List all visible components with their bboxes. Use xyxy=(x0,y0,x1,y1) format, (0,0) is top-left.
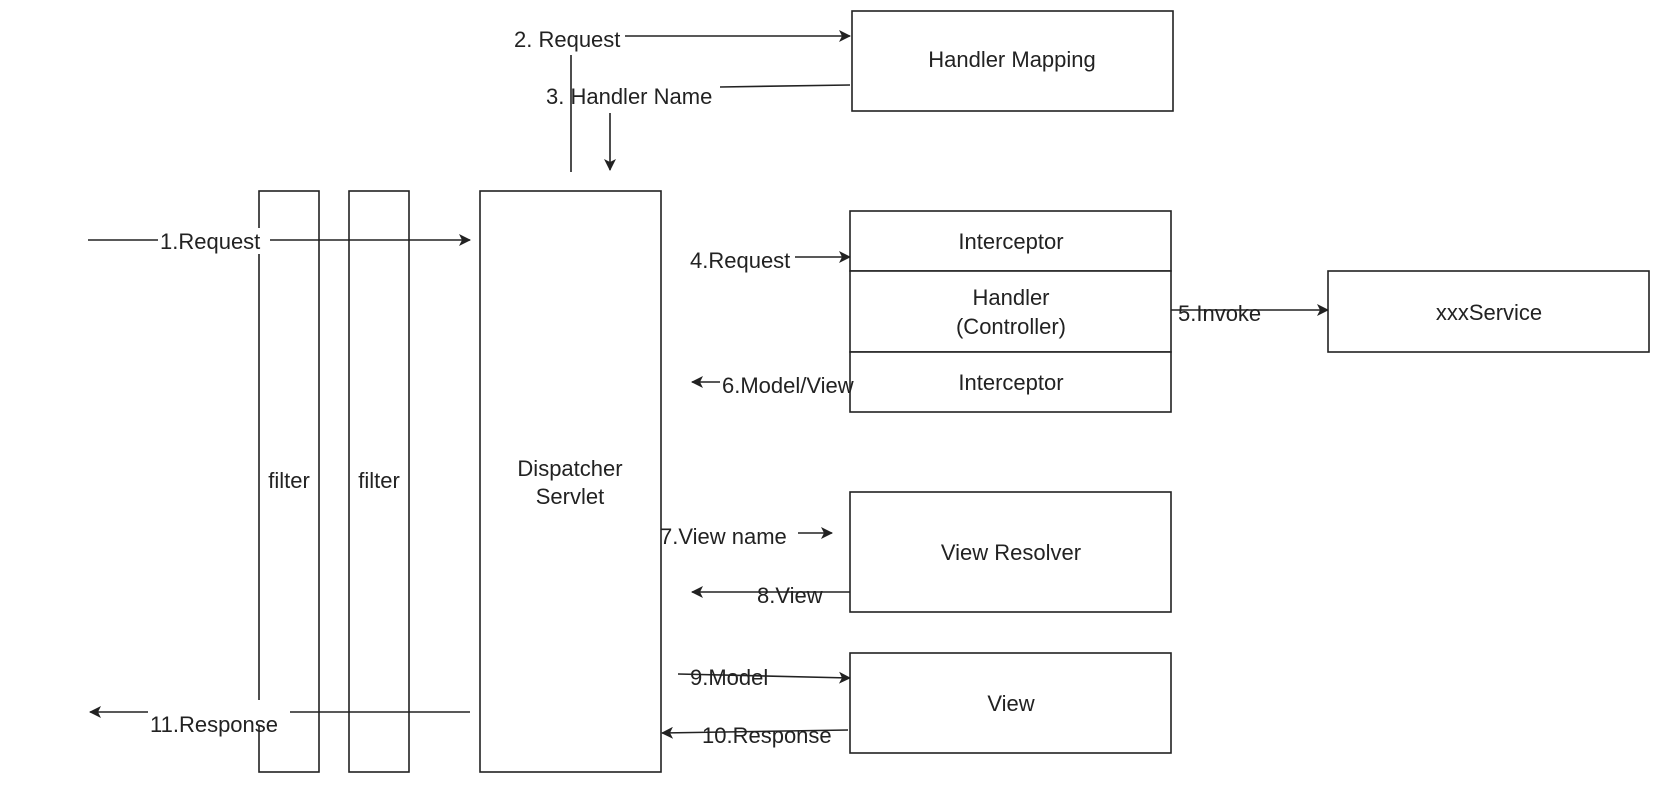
edge-9-model-label: 9.Model xyxy=(690,665,768,690)
edge-10-response-label: 10.Response xyxy=(702,723,832,748)
filter-box-1 xyxy=(258,190,320,773)
view-box xyxy=(849,652,1172,754)
xxx-service-label: xxxService xyxy=(1436,300,1542,325)
handler-label-line-2: (Controller) xyxy=(956,314,1066,339)
edge-1-request-label: 1.Request xyxy=(160,229,260,254)
view-resolver-box xyxy=(849,491,1172,613)
interceptor-top-box xyxy=(849,210,1172,272)
edge-3-handler-name-label: 3. Handler Name xyxy=(546,84,712,109)
handler-label-line-1: Handler xyxy=(972,285,1049,310)
interceptor-bottom-label: Interceptor xyxy=(958,370,1063,395)
edge-5-invoke-label: 5.Invoke xyxy=(1178,301,1261,326)
filter-box-2 xyxy=(348,190,410,773)
edge-2-request-label: 2. Request xyxy=(514,27,620,52)
edge-1-label-bg xyxy=(158,228,270,254)
dispatcher-label-line-2: Servlet xyxy=(536,484,604,509)
edge-7-view-name-label: 7.View name xyxy=(660,524,787,549)
view-label: View xyxy=(987,691,1034,716)
edge-11-response-label: 11.Response xyxy=(150,712,278,737)
edge-9-model-line xyxy=(677,671,851,684)
edge-10-response-line xyxy=(661,726,849,739)
filter-label-2: filter xyxy=(358,468,400,493)
interceptor-bottom-box xyxy=(849,351,1172,413)
edge-6-model-view-label: 6.Model/View xyxy=(722,373,854,398)
handler-controller-box xyxy=(849,270,1172,353)
edge-11-label-bg xyxy=(148,700,290,726)
edge-3-handler-name-line xyxy=(719,84,851,88)
dispatcher-servlet-box xyxy=(479,190,662,773)
filter-label-1: filter xyxy=(268,468,310,493)
edge-8-view-label: 8.View xyxy=(757,583,823,608)
handler-mapping-box xyxy=(851,10,1174,112)
dispatcher-label-line-1: Dispatcher xyxy=(517,456,622,481)
view-resolver-label: View Resolver xyxy=(941,540,1081,565)
edge-4-request-label: 4.Request xyxy=(690,248,790,273)
handler-mapping-label: Handler Mapping xyxy=(928,47,1096,72)
xxx-service-box xyxy=(1327,270,1650,353)
interceptor-top-label: Interceptor xyxy=(958,229,1063,254)
